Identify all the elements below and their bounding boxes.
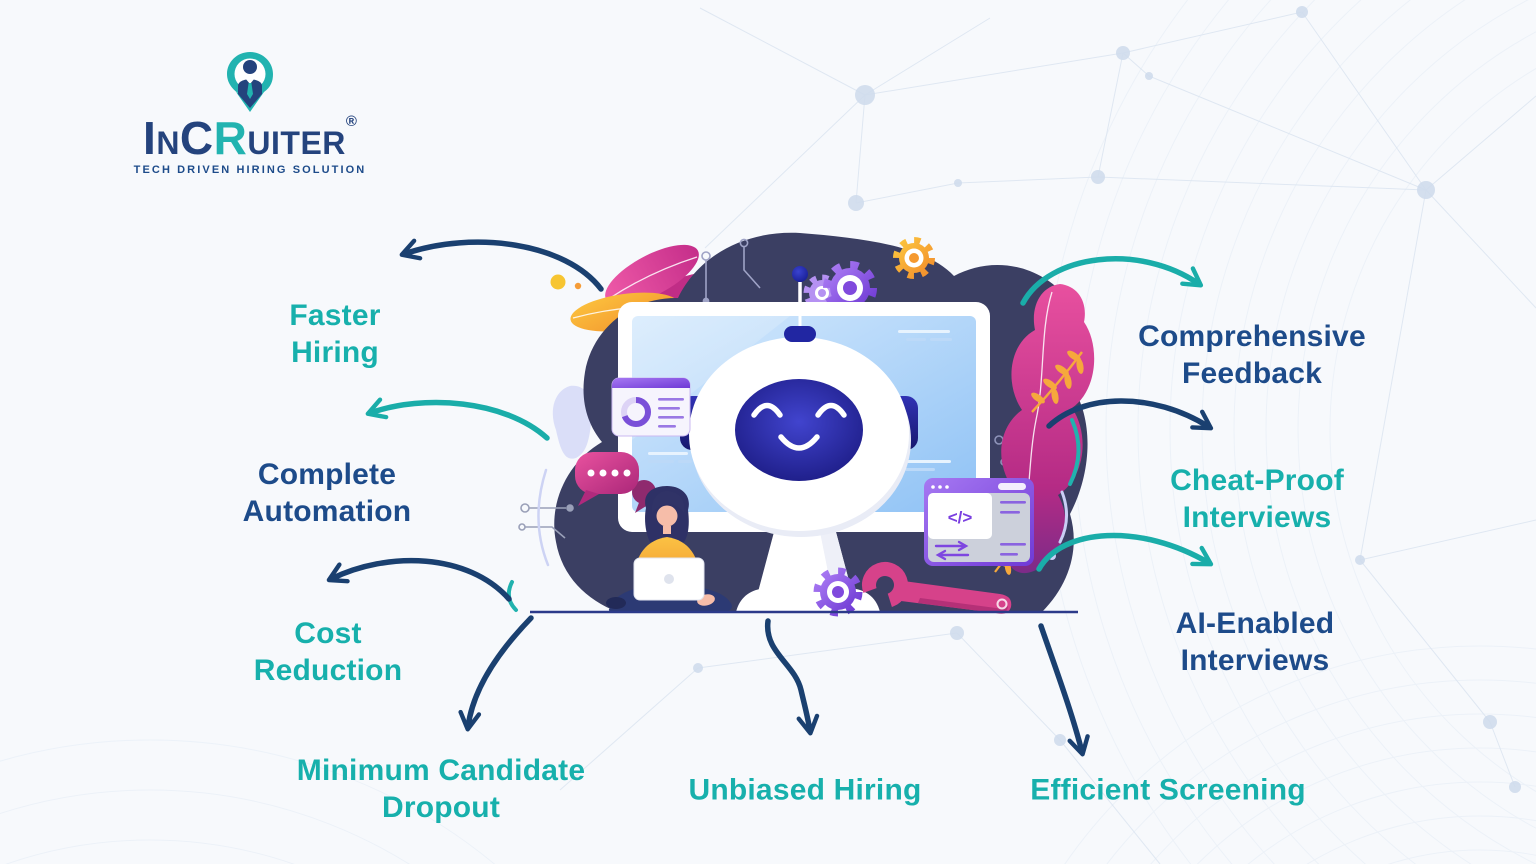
logo-pin-icon xyxy=(227,52,273,112)
robot-icon xyxy=(680,266,918,537)
circuit-trace-left xyxy=(518,503,574,539)
antenna-ball xyxy=(792,266,808,282)
incruiter-logo: InCRuiter® TECH DRIVEN HIRING SOLUTION xyxy=(122,50,378,176)
robot-smile-face xyxy=(751,402,847,451)
logo-tagline: TECH DRIVEN HIRING SOLUTION xyxy=(133,164,367,176)
gear-icon-bottom xyxy=(813,567,863,617)
arc-teal-left xyxy=(506,580,518,612)
analytics-text-lines xyxy=(658,398,684,428)
gear-icon-purple xyxy=(823,261,877,315)
analytics-window xyxy=(611,377,691,437)
logo-wordmark: InCRuiter® xyxy=(143,112,357,164)
network-lines xyxy=(559,7,1536,864)
network-nodes xyxy=(693,6,1521,793)
label-efficient-screening: Efficient Screening xyxy=(1030,773,1306,807)
gear-icon-orange xyxy=(893,237,935,279)
bean-decoration xyxy=(552,385,593,459)
screen-text-lines xyxy=(648,330,952,471)
code-text-lines xyxy=(1000,501,1026,556)
wrench-icon xyxy=(862,562,1012,614)
transfer-arrows-icon xyxy=(934,540,970,561)
code-window: </> xyxy=(924,478,1034,566)
woman-with-laptop xyxy=(606,486,732,612)
code-glyph: </> xyxy=(948,508,973,527)
registered-mark: ® xyxy=(345,113,357,130)
donut-chart-icon xyxy=(621,397,651,427)
central-illustration: </> xyxy=(506,232,1095,617)
dot-lavender-right xyxy=(1048,552,1056,560)
label-unbiased-hiring: Unbiased Hiring xyxy=(688,773,922,807)
arc-lavender-left xyxy=(537,468,550,567)
